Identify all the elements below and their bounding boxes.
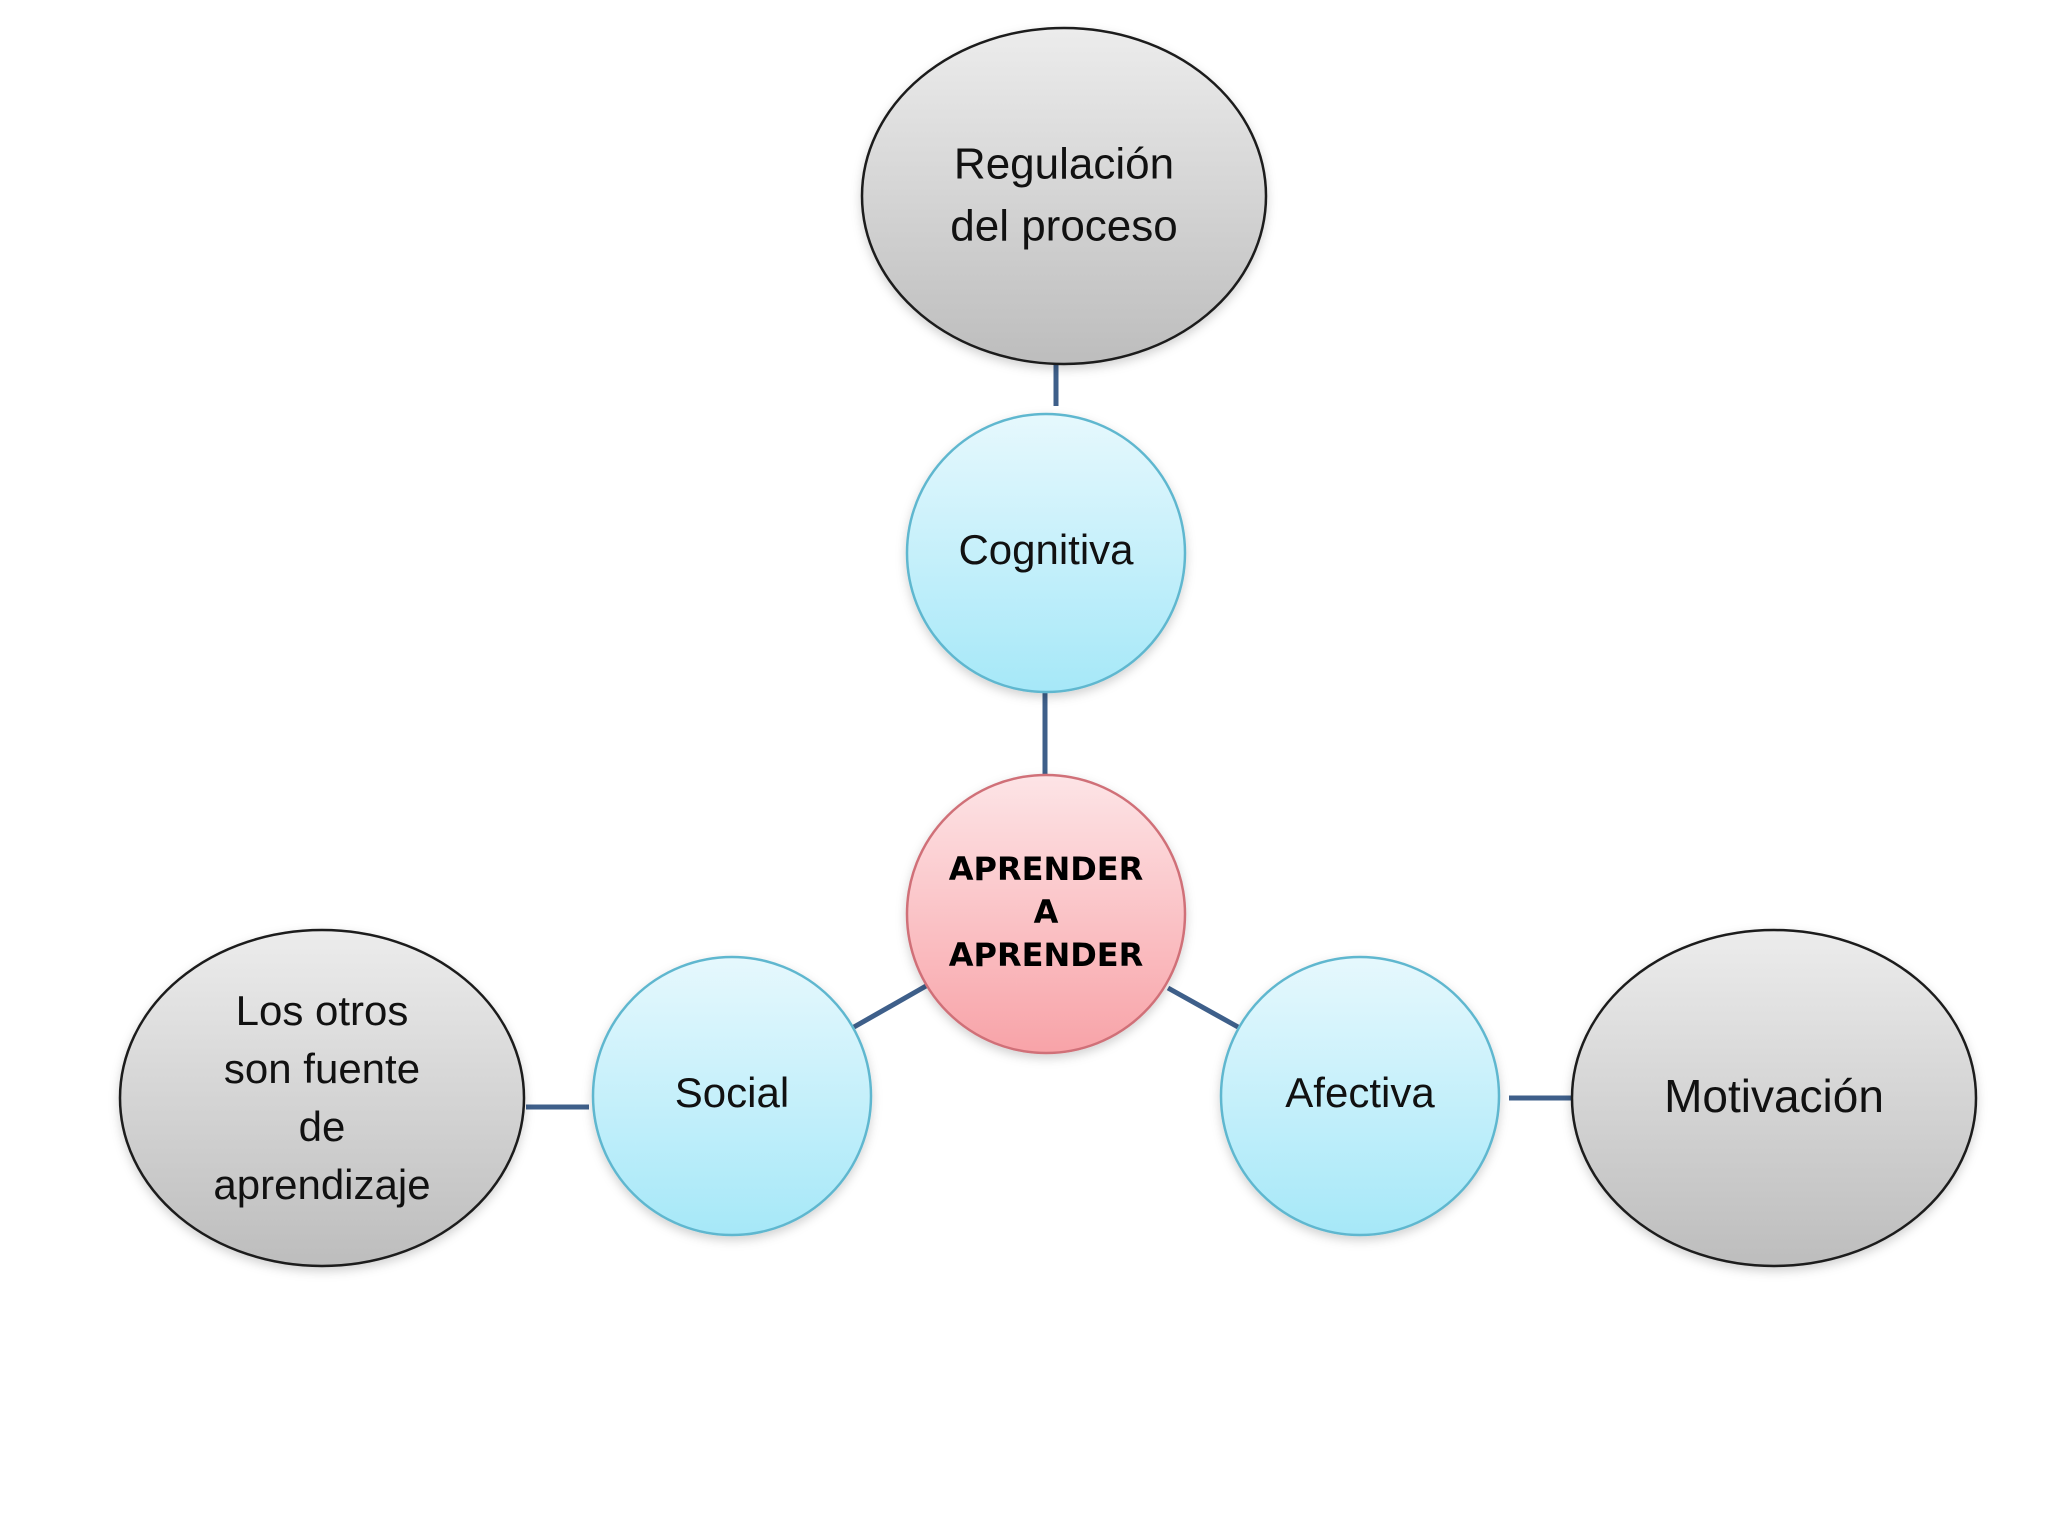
dimension-circle (1219, 955, 1501, 1237)
central-label: APRENDER (949, 850, 1144, 888)
outcome-label: Regulación (954, 140, 1174, 189)
dimension-node-afectiva: Afectiva (1219, 955, 1501, 1237)
outcome-ellipse (118, 928, 526, 1268)
connector-center-afectiva (1166, 985, 1240, 1030)
outcome-ellipse (1570, 928, 1978, 1268)
dimension-label: Social (675, 1069, 789, 1116)
dimension-node-social: Social (591, 955, 873, 1237)
dimension-label: Cognitiva (958, 526, 1134, 573)
central-node: APRENDER A APRENDER (905, 773, 1187, 1055)
connectors (526, 364, 1572, 1110)
outcome-label: de (299, 1103, 346, 1150)
central-circle (905, 773, 1187, 1055)
central-label: APRENDER (949, 936, 1144, 974)
outcome-label: Los otros (236, 987, 409, 1034)
dimension-node-cognitiva: Cognitiva (905, 412, 1187, 694)
dimension-label: Afectiva (1285, 1069, 1435, 1116)
outcome-node-regulacion: Regulación del proceso (860, 26, 1268, 366)
outcome-node-los-otros: Los otros son fuente de aprendizaje (118, 928, 526, 1268)
dimension-circle (591, 955, 873, 1237)
outcome-node-motivacion: Motivación (1570, 928, 1978, 1268)
outcome-label: del proceso (950, 202, 1177, 251)
outcome-label: son fuente (224, 1045, 420, 1092)
central-label: A (1034, 893, 1059, 931)
outcome-label: Motivación (1664, 1070, 1884, 1122)
connector-center-social (852, 983, 928, 1030)
outcome-ellipse (860, 26, 1268, 366)
dimension-circle (905, 412, 1187, 694)
outcome-label: aprendizaje (213, 1161, 430, 1208)
